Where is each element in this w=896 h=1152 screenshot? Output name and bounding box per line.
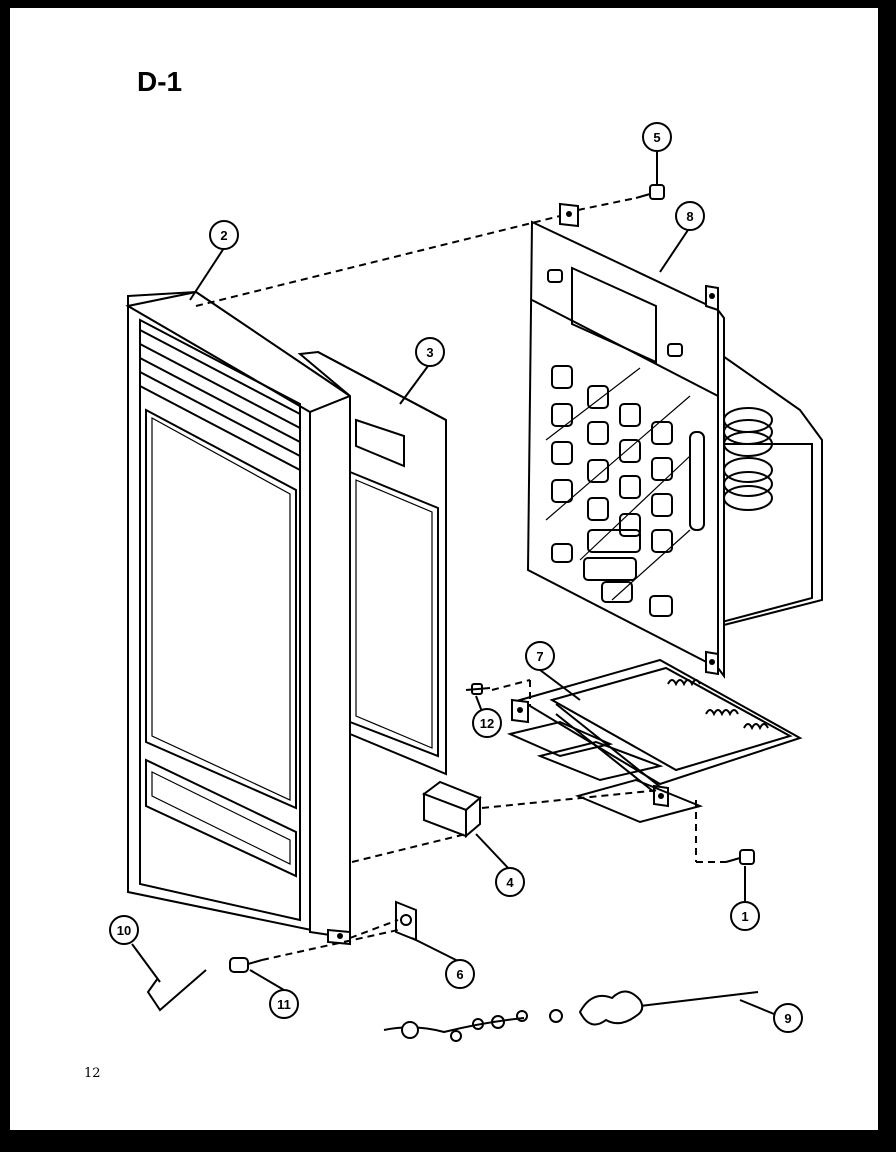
callout-5: 5 [642,122,672,152]
callout-1: 1 [730,901,760,931]
screw-part-11 [229,957,263,973]
callout-7: 7 [525,641,555,671]
callout-3-label: 3 [426,345,433,360]
latch-switch-bracket-part-7 [506,658,803,824]
hex-key-part-10 [146,969,207,1012]
page-number: 12 [84,1066,101,1081]
callout-12: 12 [472,708,502,738]
callout-5-label: 5 [653,130,660,145]
screw-part-1 [725,849,755,865]
callout-6-label: 6 [456,967,463,982]
callout-2-label: 2 [220,228,227,243]
callout-4: 4 [495,867,525,897]
callout-2: 2 [209,220,239,250]
screw-part-5 [635,184,665,200]
assembly-guide-lines [195,197,726,961]
callout-9-label: 9 [784,1011,791,1026]
door-frame-part-2 [125,290,353,946]
callout-4-label: 4 [506,875,514,890]
callout-10: 10 [109,915,139,945]
callout-9: 9 [773,1003,803,1033]
callout-11-label: 11 [277,997,291,1012]
callout-12-label: 12 [480,716,494,731]
callout-6: 6 [445,959,475,989]
callout-8-label: 8 [686,209,693,224]
callout-8: 8 [675,201,705,231]
callout-1-label: 1 [741,909,748,924]
pin-part-12 [465,683,491,695]
callout-11: 11 [269,989,299,1019]
temperature-probe-part-9 [383,990,759,1042]
callout-3: 3 [415,337,445,367]
control-panel-part-8 [526,202,823,679]
diagram-title: D-1 [137,66,182,97]
door-seal-part-3 [297,350,447,776]
callout-7-label: 7 [536,649,543,664]
latch-head-part-4 [421,780,482,839]
callout-10-label: 10 [117,923,131,938]
callout-leaders [131,152,775,1015]
